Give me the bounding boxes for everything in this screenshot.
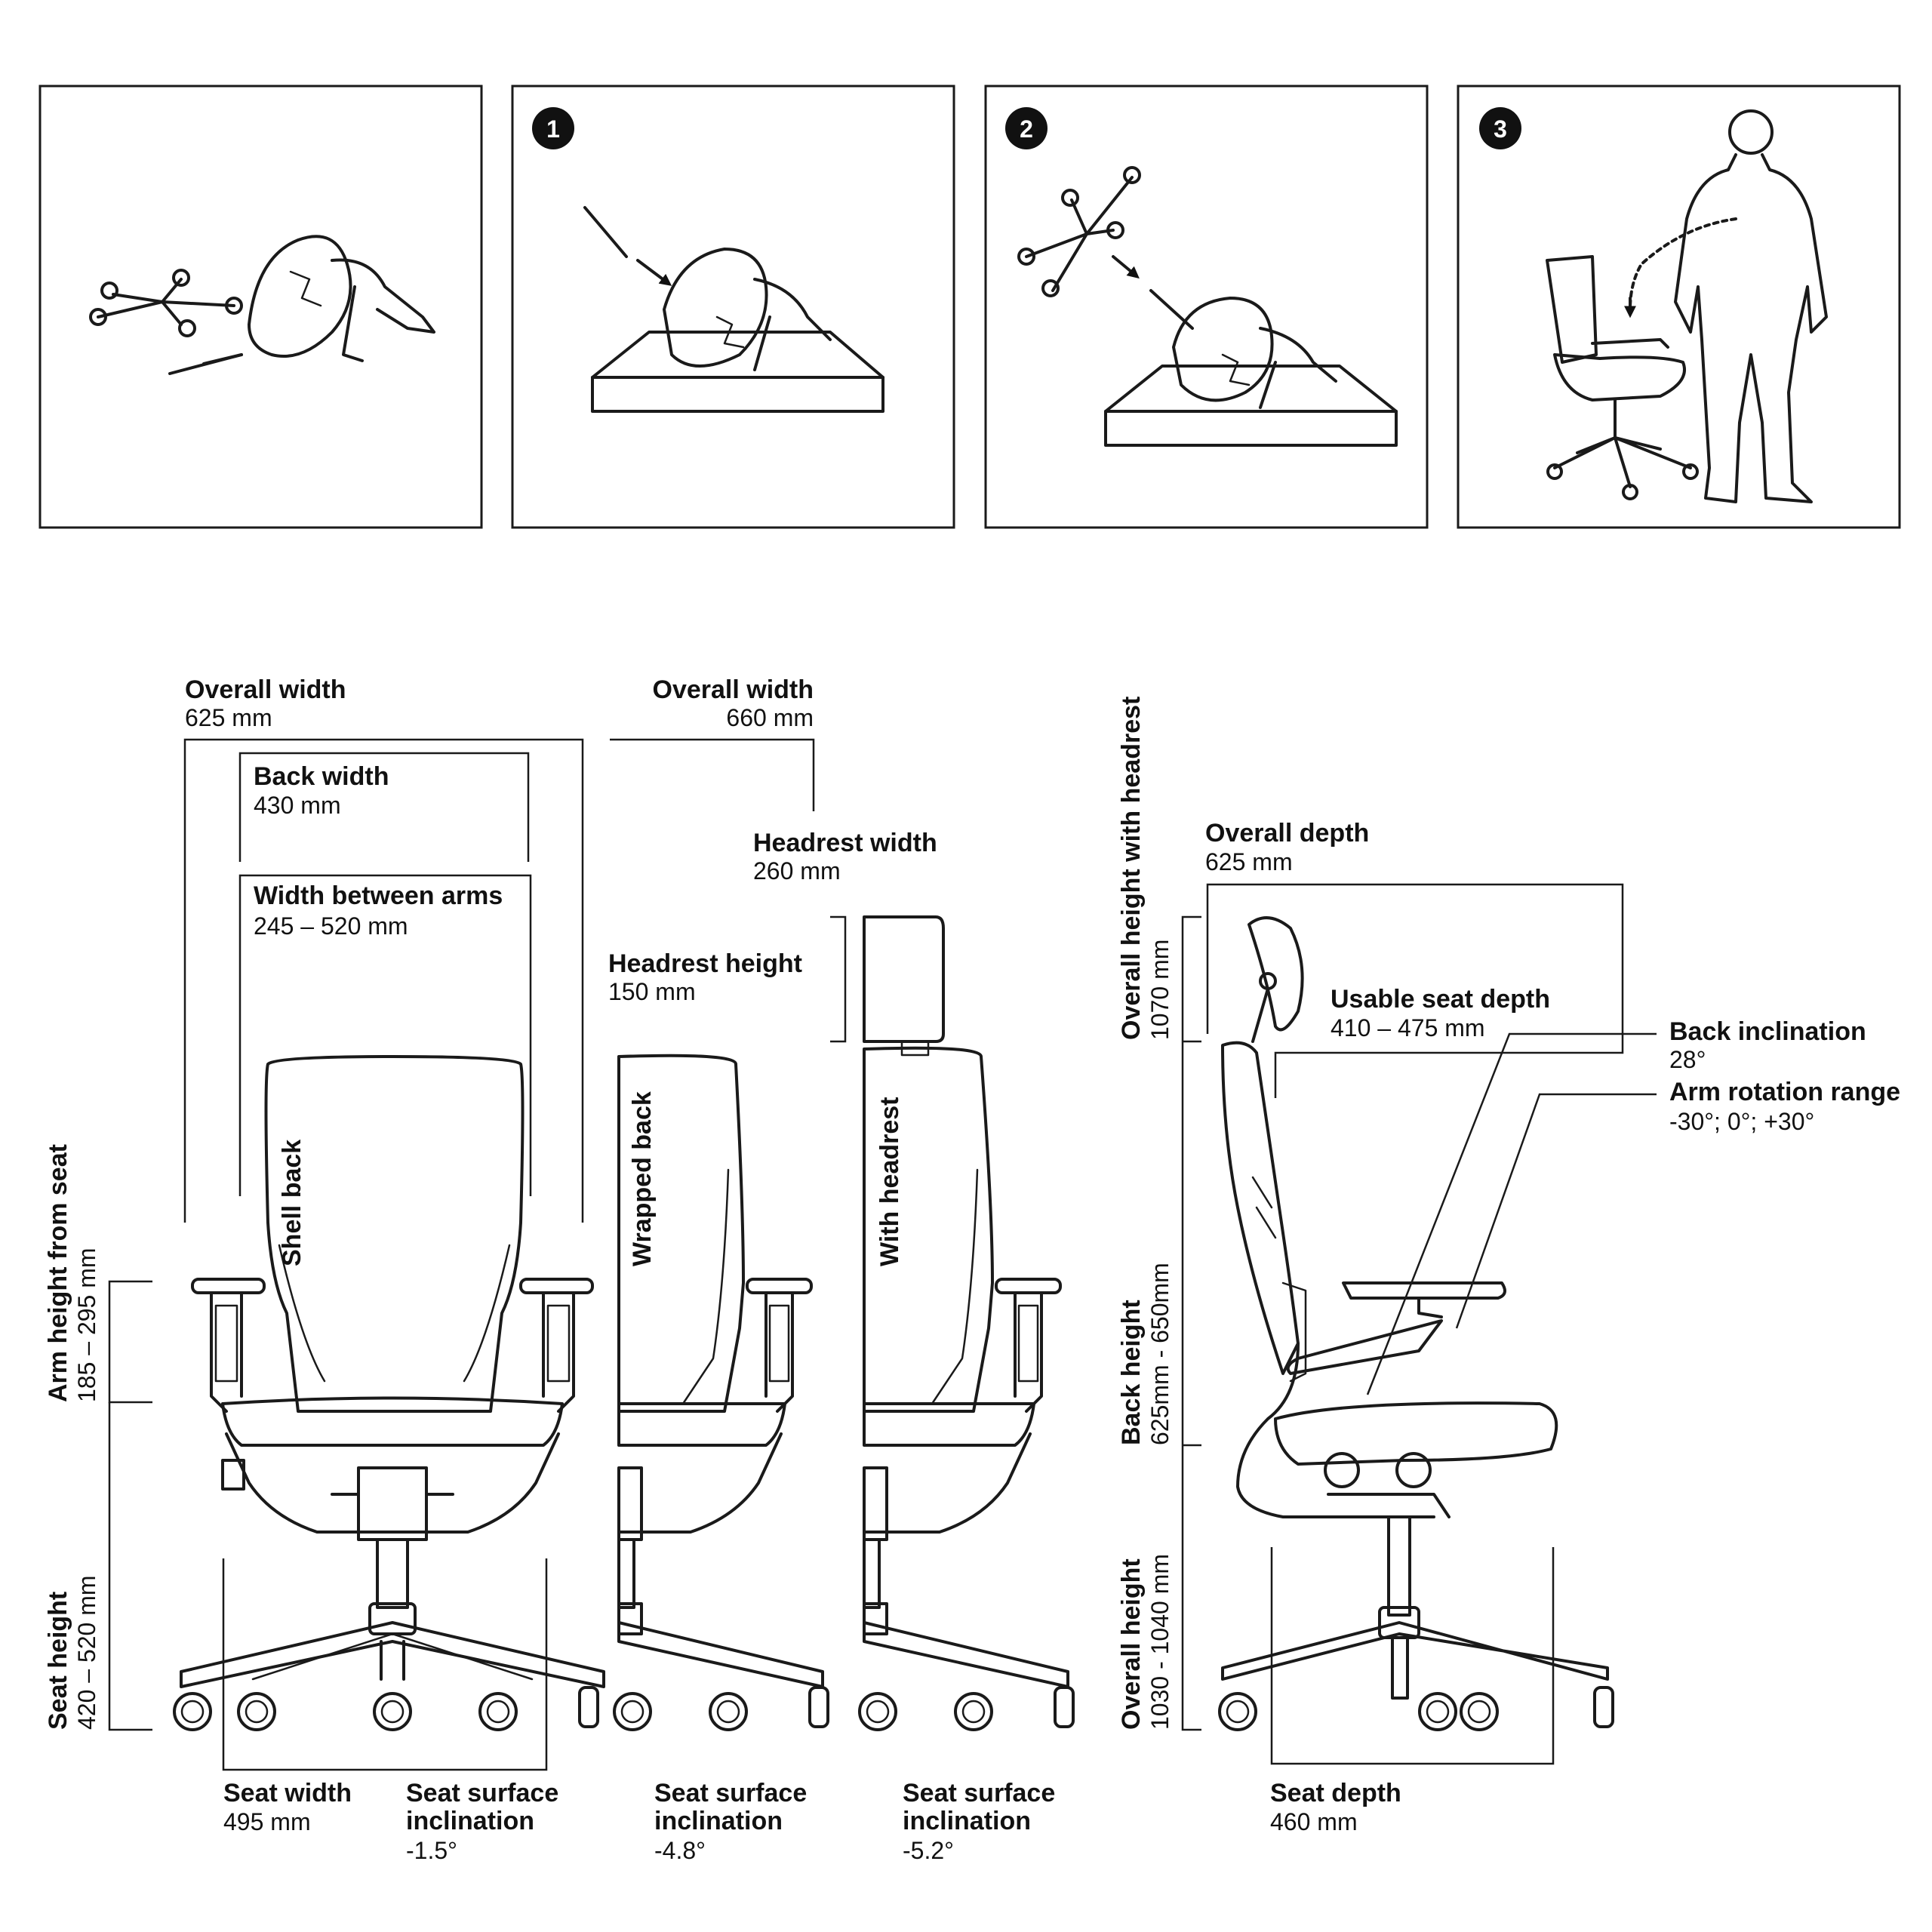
- overall-width-front-value: 625 mm: [185, 704, 272, 731]
- base-star-icon: [1017, 166, 1141, 297]
- overall-depth-value: 625 mm: [1205, 848, 1293, 875]
- overall-width-headrest-label: Overall width: [653, 675, 814, 704]
- seat-width-label: Seat width: [223, 1779, 352, 1807]
- front-view-with-headrest: [858, 915, 1075, 1731]
- incl-headrest-label-1: Seat surface: [903, 1779, 1055, 1807]
- overall-height-with-headrest-label: Overall height with headrest: [1117, 697, 1146, 1040]
- variant-with-headrest-label: With headrest: [875, 1097, 904, 1266]
- back-width-label: Back width: [254, 762, 389, 791]
- variant-wrapped-back-label: Wrapped back: [628, 1091, 657, 1266]
- arm-height-from-seat-value: 185 – 295 mm: [73, 1247, 100, 1402]
- arm-rotation-range-label: Arm rotation range: [1669, 1078, 1900, 1106]
- back-height-label: Back height: [1117, 1300, 1146, 1445]
- incl-wrapped-value: -4.8°: [654, 1837, 706, 1864]
- gas-lift-icon: [583, 206, 628, 258]
- base-star-icon: [89, 269, 243, 337]
- back-height-value: 625mm - 650mm: [1146, 1263, 1174, 1445]
- arm-left: [191, 1278, 266, 1413]
- incl-wrapped-label-1: Seat surface: [654, 1779, 807, 1807]
- overall-height-with-headrest-value: 1070 mm: [1146, 940, 1174, 1040]
- folded-chair-icon: [248, 235, 435, 362]
- assembly-steps: 1 2: [38, 85, 1901, 529]
- incl-headrest-value: -5.2°: [903, 1837, 954, 1864]
- front-view-wrapped-back: [613, 1054, 829, 1731]
- overall-height-label: Overall height: [1117, 1558, 1146, 1730]
- seat-height-value: 420 – 520 mm: [73, 1575, 100, 1730]
- arm-right: [746, 1278, 813, 1413]
- assembly-panel-step-1: 1: [511, 85, 955, 529]
- dimension-labels: Overall width 625 mm Back width 430 mm W…: [44, 675, 1900, 1864]
- headrest-height-label: Headrest height: [608, 949, 802, 978]
- seat-depth-value: 460 mm: [1270, 1808, 1358, 1835]
- person-icon: [1674, 109, 1828, 503]
- front-view-shell-back: [173, 1055, 605, 1731]
- overall-depth-label: Overall depth: [1205, 819, 1369, 848]
- overall-width-headrest-value: 660 mm: [726, 704, 814, 731]
- box-icon: [591, 331, 884, 413]
- arm-rotation-range-value: -30°; 0°; +30°: [1669, 1108, 1814, 1135]
- width-between-arms-value: 245 – 520 mm: [254, 912, 408, 940]
- arm-height-from-seat-label: Arm height from seat: [44, 1144, 72, 1402]
- incl-shell-value: -1.5°: [406, 1837, 457, 1864]
- assembled-chair-icon: [1546, 255, 1699, 500]
- overall-height-value: 1030 - 1040 mm: [1146, 1554, 1174, 1730]
- side-view-chair: [1218, 916, 1614, 1731]
- variant-shell-back-label: Shell back: [278, 1140, 306, 1266]
- chair-in-box-icon: [1172, 297, 1337, 409]
- headrest-width-value: 260 mm: [753, 857, 841, 884]
- box-icon: [1104, 365, 1398, 447]
- back-inclination-value: 28°: [1669, 1046, 1706, 1073]
- assembly-panel-step-3: 3: [1457, 85, 1901, 529]
- chair-in-box-icon: [663, 248, 832, 371]
- headrest-height-value: 150 mm: [608, 978, 696, 1005]
- back-inclination-label: Back inclination: [1669, 1017, 1866, 1046]
- dimension-lines: [108, 738, 1657, 1771]
- seat-width-value: 495 mm: [223, 1808, 311, 1835]
- assembly-panel-step-2: 2: [984, 85, 1429, 529]
- seat-height-label: Seat height: [44, 1592, 72, 1730]
- incl-shell-label-2: inclination: [406, 1807, 534, 1835]
- step-number-1: 1: [546, 115, 560, 143]
- incl-shell-label-1: Seat surface: [406, 1779, 558, 1807]
- gas-lift-icon: [168, 353, 243, 375]
- assembly-panel-parts: [38, 85, 483, 529]
- incl-wrapped-label-2: inclination: [654, 1807, 783, 1835]
- usable-seat-depth-value: 410 – 475 mm: [1331, 1014, 1485, 1041]
- overall-width-front-label: Overall width: [185, 675, 346, 704]
- usable-seat-depth-label: Usable seat depth: [1331, 985, 1550, 1014]
- step-number-3: 3: [1494, 115, 1507, 143]
- headrest: [863, 915, 945, 1057]
- arm-right: [995, 1278, 1062, 1413]
- incl-headrest-label-2: inclination: [903, 1807, 1031, 1835]
- seat-depth-label: Seat depth: [1270, 1779, 1401, 1807]
- arm-right: [519, 1278, 594, 1413]
- step-number-2: 2: [1020, 115, 1033, 143]
- width-between-arms-label: Width between arms: [254, 881, 503, 910]
- back-width-value: 430 mm: [254, 792, 341, 819]
- headrest-width-label: Headrest width: [753, 829, 937, 857]
